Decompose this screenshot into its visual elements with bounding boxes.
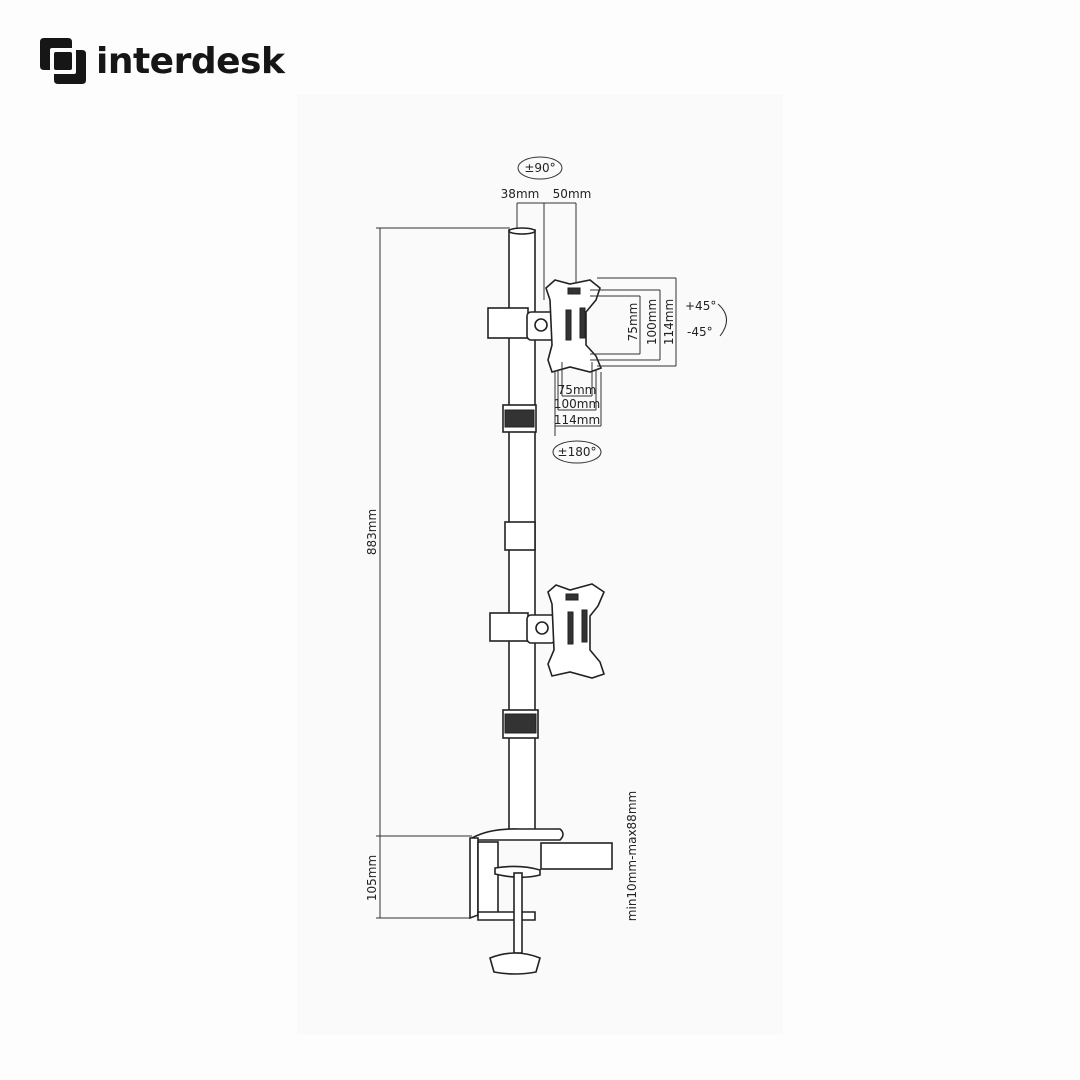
collar bbox=[504, 521, 536, 551]
swivel-indicator: ±90° bbox=[517, 156, 563, 180]
lower-monitor-bracket bbox=[489, 583, 606, 679]
diagram-panel bbox=[297, 95, 783, 1035]
desk-thickness-label: min10mm-max88mm bbox=[625, 791, 639, 921]
pole-height-label: 883mm bbox=[365, 509, 379, 555]
vesa-plate bbox=[547, 583, 606, 679]
vesa-plate bbox=[545, 279, 603, 373]
offset-a-label: 38mm bbox=[501, 187, 540, 201]
clamp-knob bbox=[489, 952, 541, 975]
vesa-w-75-label: 75mm bbox=[558, 383, 597, 397]
clamp-height-label: 105mm bbox=[365, 855, 379, 901]
brand-name: interdesk bbox=[96, 40, 285, 82]
vesa-h-114-label: 114mm bbox=[662, 299, 676, 345]
brand-logo: interdesk bbox=[38, 36, 285, 86]
rotation-indicator: ±180° bbox=[552, 440, 602, 464]
vesa-w-100-label: 100mm bbox=[554, 397, 600, 411]
tilt-down-label: -45° bbox=[687, 325, 713, 339]
upper-monitor-bracket bbox=[487, 279, 603, 373]
vesa-h-100-label: 100mm bbox=[645, 299, 659, 345]
pole-height-dimension: 883mm 105mm bbox=[365, 227, 510, 919]
swivel-label: ±90° bbox=[524, 161, 555, 175]
offset-dimension: 38mm 50mm bbox=[501, 187, 592, 300]
vesa-h-75-label: 75mm bbox=[626, 303, 640, 342]
desk-edge bbox=[540, 842, 613, 870]
rotation-label: ±180° bbox=[558, 445, 597, 459]
vesa-width-dimensions: 75mm 100mm 114mm bbox=[554, 362, 602, 436]
tilt-indicator: +45° -45° bbox=[685, 299, 727, 339]
vesa-height-dimensions: 75mm 100mm 114mm bbox=[590, 277, 677, 367]
interdesk-logo-icon bbox=[40, 38, 86, 84]
vesa-w-114-label: 114mm bbox=[554, 413, 600, 427]
desk-clamp bbox=[469, 828, 613, 975]
offset-b-label: 50mm bbox=[553, 187, 592, 201]
tilt-up-label: +45° bbox=[685, 299, 716, 313]
desk-thickness-dimension: min10mm-max88mm bbox=[625, 791, 639, 921]
